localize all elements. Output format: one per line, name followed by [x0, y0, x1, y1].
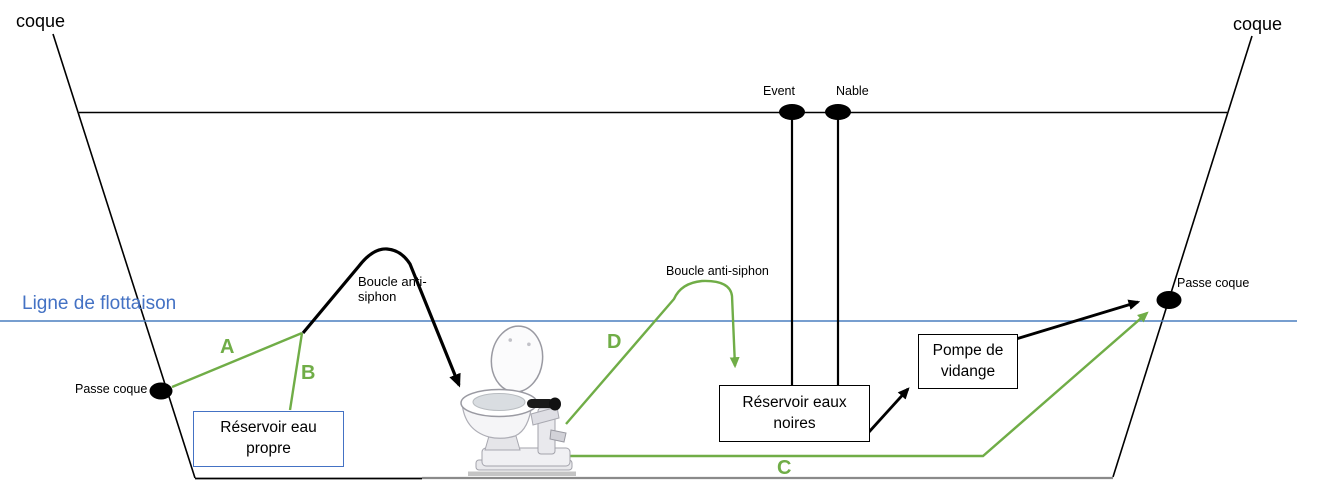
coque-right-label: coque	[1233, 14, 1283, 34]
letter-b: B	[301, 362, 316, 384]
reservoir-eaux-noires-box: Réservoir eaux noires	[719, 385, 870, 442]
hull-right-line	[1112, 35, 1253, 478]
reservoir-eaux-noires-label: Réservoir eaux noires	[742, 393, 847, 432]
event-label: Event	[763, 84, 795, 98]
tank-to-pump-arrow	[867, 387, 910, 433]
toilet-illustration	[460, 325, 576, 476]
passe-coque-right-ellipse	[1156, 291, 1182, 309]
antisiphon-right-pipe	[565, 279, 740, 425]
toilet-seat-opening	[472, 393, 526, 411]
reservoir-eau-propre-label: Réservoir eau propre	[220, 419, 317, 457]
toilet-pump-knob	[549, 397, 561, 411]
pipe-a-line	[171, 331, 303, 389]
pump-to-hull-arrow	[1015, 299, 1141, 341]
toilet-lid	[490, 325, 544, 393]
waterline-label: Ligne de flottaison	[22, 293, 177, 314]
toilet-pump-handle	[527, 399, 554, 408]
letter-a: A	[220, 336, 235, 358]
toilet-pump-lever	[549, 429, 567, 443]
coque-left-label: coque	[16, 11, 66, 31]
passe-coque-left-ellipse	[149, 382, 173, 400]
event-fitting-ellipse	[779, 104, 805, 120]
letter-c: C	[777, 457, 792, 479]
passe-coque-left-label: Passe coque	[75, 382, 148, 396]
antisiphon-left-pipe	[301, 247, 461, 388]
letter-d: D	[607, 331, 622, 353]
nable-fitting-ellipse	[825, 104, 851, 120]
pipe-c-line	[565, 311, 1149, 458]
hull-left-line	[52, 33, 196, 479]
boucle-anti-siphon-right-label: Boucle anti-siphon	[666, 264, 769, 278]
pompe-de-vidange-label: Pompe de vidange	[932, 341, 1004, 380]
pipe-b-line	[288, 332, 304, 411]
boucle-anti-siphon-left-label: Boucle anti-siphon	[358, 274, 427, 304]
reservoir-eau-propre-box: Réservoir eau propre	[193, 411, 344, 467]
nable-label: Nable	[836, 84, 869, 98]
toilet-shadow	[468, 471, 576, 476]
pompe-de-vidange-box: Pompe de vidange	[918, 334, 1018, 389]
passe-coque-right-label: Passe coque	[1177, 276, 1250, 290]
